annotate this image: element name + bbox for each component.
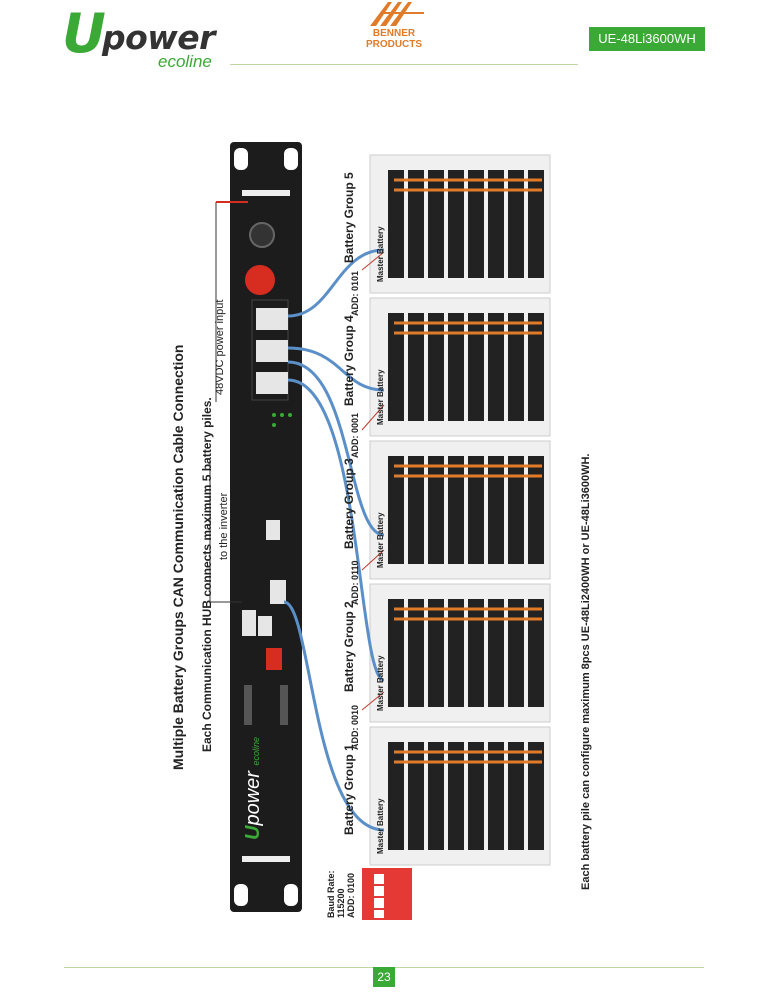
- can-connection-figure: Multiple Battery Groups CAN Communicatio…: [162, 140, 622, 920]
- group-3-label: Battery Group 3: [342, 458, 356, 549]
- group-5-label: Battery Group 5: [342, 172, 356, 263]
- group-5-address: ADD: 0101: [350, 270, 360, 316]
- logo-u: U: [62, 2, 106, 65]
- logo-ecoline: ecoline: [158, 52, 212, 71]
- hub-brand-sub: ecoline: [251, 736, 261, 766]
- connection-diagram: [209, 142, 551, 920]
- hub-brand: Upower ecoline: [242, 737, 265, 840]
- baud-rate-label: Baud Rate:: [326, 870, 336, 918]
- master-battery-label-4: Master Battery: [376, 369, 385, 425]
- logo-power: power: [102, 18, 215, 57]
- group-1-label: Battery Group 1: [342, 744, 356, 835]
- partner-name-line1: BENNER: [372, 28, 416, 39]
- group-2-label: Battery Group 2: [342, 601, 356, 692]
- benner-products-logo: BENNER PRODUCTS: [354, 0, 434, 50]
- battery-modules: [388, 170, 544, 850]
- figure-title: Multiple Battery Groups CAN Communicatio…: [170, 344, 186, 770]
- address-pointers: [361, 251, 385, 711]
- master-battery-label-3: Master Battery: [376, 512, 385, 568]
- hub-address: ADD: 0100: [346, 872, 356, 918]
- upower-logo: U power ecoline: [62, 4, 242, 74]
- model-tag: UE-48Li3600WH: [589, 27, 705, 51]
- orange-power-cables: [394, 178, 542, 764]
- benner-mark-icon: [370, 2, 424, 26]
- baud-rate-value: 115200: [336, 888, 346, 918]
- configuration-note: Each battery pile can configure maximum …: [580, 453, 592, 890]
- page-number: 23: [373, 967, 395, 987]
- group-3-address: ADD: 0110: [350, 560, 360, 605]
- hub-brand-u: U: [242, 825, 264, 840]
- partner-name-line2: PRODUCTS: [365, 39, 423, 50]
- communication-hub: [230, 142, 302, 912]
- hub-brand-power: power: [242, 771, 264, 826]
- figure-subtitle: Each Communication HUB connects maximum …: [200, 397, 214, 752]
- master-battery-label-1: Master Battery: [376, 798, 385, 854]
- header-rule: [230, 64, 578, 65]
- group-2-address: ADD: 0010: [350, 704, 360, 750]
- group-4-address: ADD: 0001: [350, 412, 360, 458]
- to-inverter-label: to the inverter: [218, 492, 230, 560]
- dip-switch: [362, 868, 412, 920]
- can-cables: [283, 248, 385, 832]
- master-battery-label-2: Master Battery: [376, 655, 385, 711]
- power-input-label: 48VDC power input: [214, 299, 226, 395]
- group-4-label: Battery Group 4: [342, 315, 356, 406]
- master-battery-label-5: Master Battery: [376, 226, 385, 282]
